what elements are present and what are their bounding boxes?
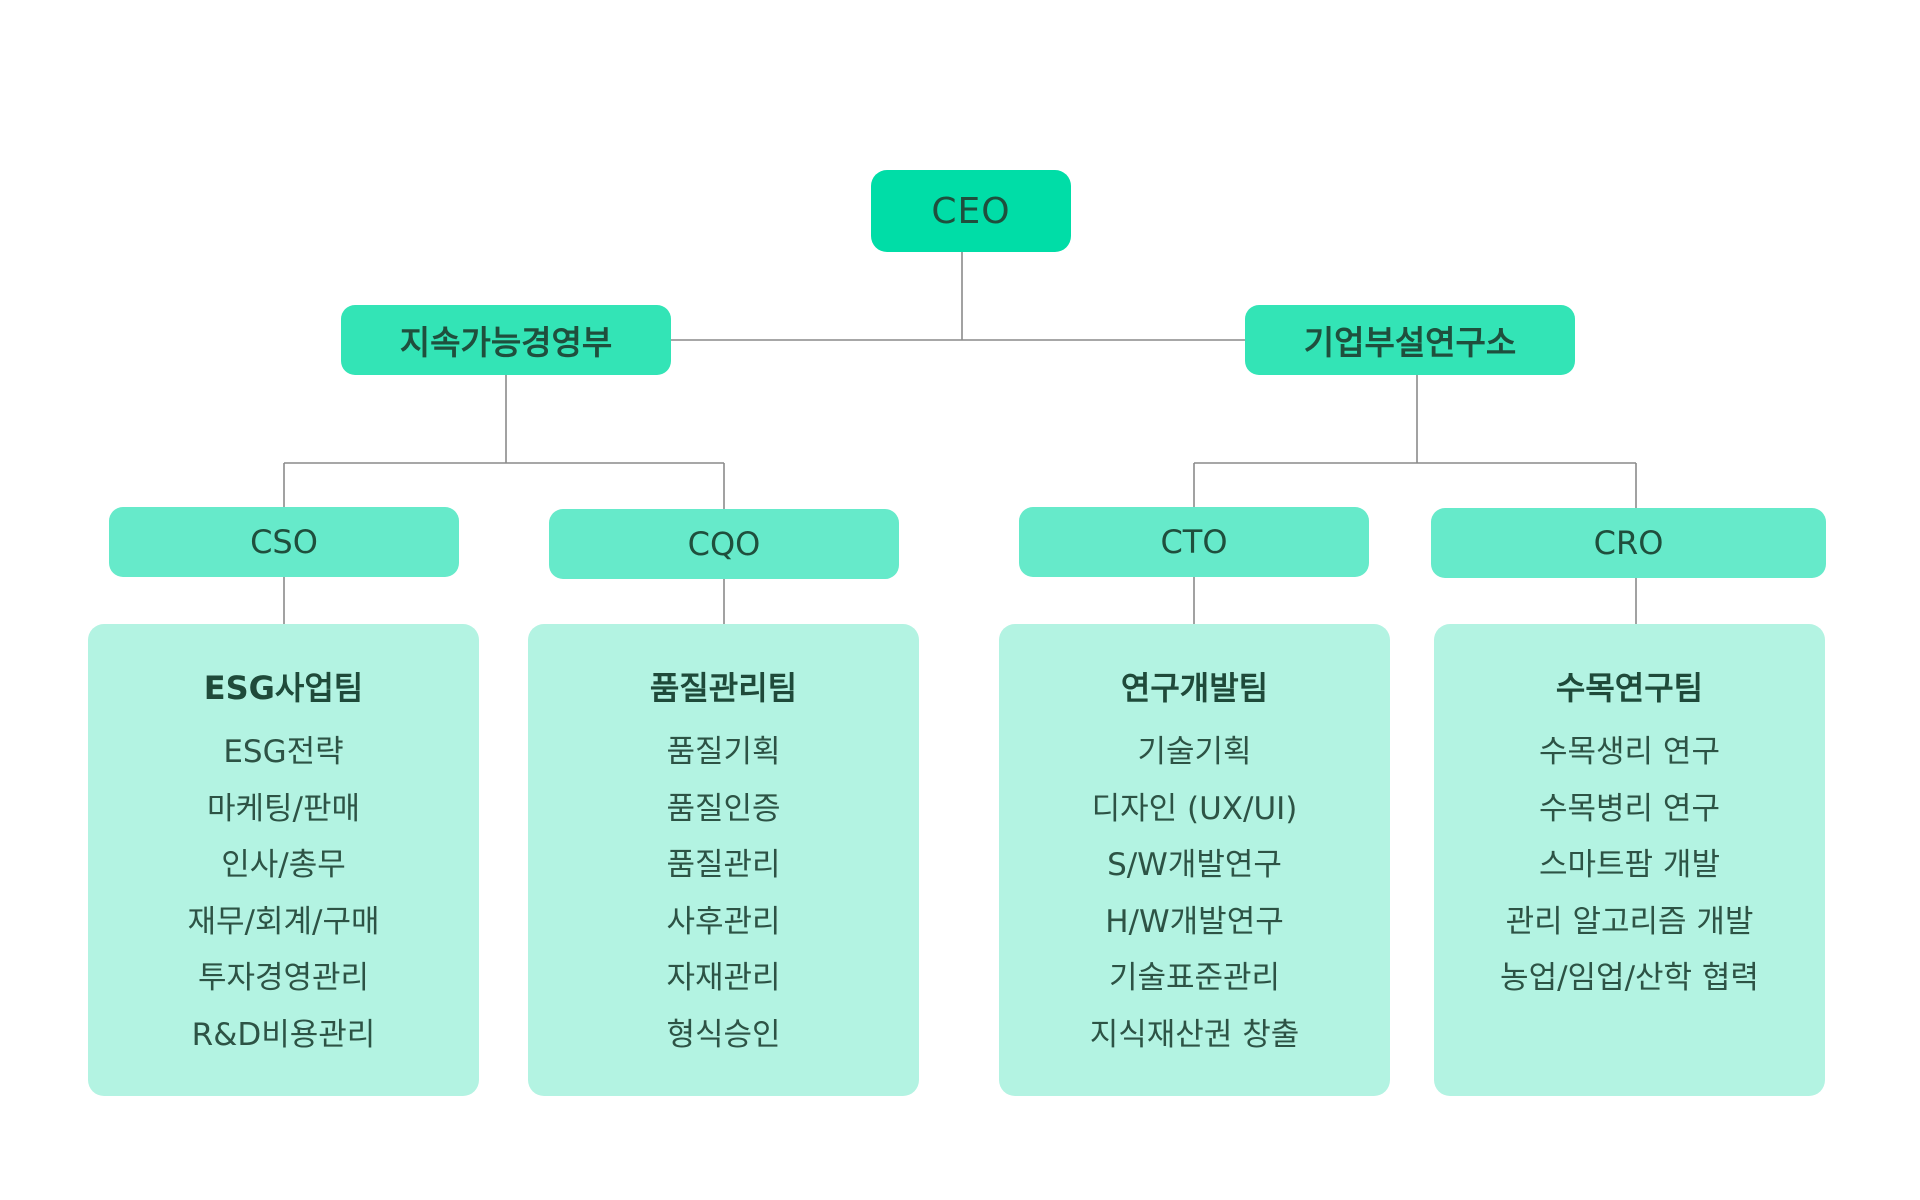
team-duty-list: 수목생리 연구 수목병리 연구 스마트팜 개발 관리 알고리즘 개발 농업/임업… — [1434, 724, 1825, 1007]
team-duty-item: H/W개발연구 — [1105, 903, 1284, 940]
team-duty-item: 스마트팜 개발 — [1539, 847, 1720, 883]
team-duty-item: R&D비용관리 — [191, 1016, 376, 1053]
cqo-node: CQO — [549, 509, 899, 579]
team-duty-item: 투자경영관리 — [197, 960, 370, 996]
team-duty-item: 품질관리 — [666, 847, 781, 883]
team-duty-item: 디자인 (UX/UI) — [1091, 790, 1298, 827]
sustainability-division-node: 지속가능경영부 — [341, 305, 671, 375]
team-duty-list: 기술기획 디자인 (UX/UI) S/W개발연구 H/W개발연구 기술표준관리 … — [999, 724, 1390, 1063]
team-title: 수목연구팀 — [1555, 669, 1704, 707]
team-duty-list: 품질기획 품질인증 품질관리 사후관리 자재관리 형식승인 — [528, 724, 919, 1063]
team-duty-item: 재무/회계/구매 — [187, 903, 380, 940]
team-duty-item: 사후관리 — [666, 903, 781, 940]
team-duty-item: 기술기획 — [1137, 734, 1252, 770]
team-duty-item: 농업/임업/산학 협력 — [1500, 960, 1759, 996]
team-duty-item: 관리 알고리즘 개발 — [1505, 903, 1754, 940]
team-duty-item: 마케팅/판매 — [206, 790, 361, 827]
team-duty-item: 인사/총무 — [221, 847, 346, 883]
cro-node: CRO — [1431, 508, 1826, 578]
research-lab-node: 기업부설연구소 — [1245, 305, 1575, 375]
team-title: ESG사업팀 — [203, 669, 364, 707]
team-duty-item: 품질인증 — [666, 790, 781, 827]
team-duty-item: 기술표준관리 — [1108, 960, 1281, 996]
team-duty-item: ESG전략 — [223, 734, 344, 770]
team-duty-item: 수목병리 연구 — [1539, 790, 1720, 827]
team-duty-item: 자재관리 — [666, 960, 781, 996]
forest-team-box: 수목연구팀 수목생리 연구 수목병리 연구 스마트팜 개발 관리 알고리즘 개발… — [1434, 624, 1825, 1096]
team-title: 연구개발팀 — [1120, 669, 1269, 707]
team-duty-item: 지식재산권 창출 — [1089, 1016, 1300, 1053]
cso-node: CSO — [109, 507, 459, 577]
cto-node: CTO — [1019, 507, 1369, 577]
quality-team-box: 품질관리팀 품질기획 품질인증 품질관리 사후관리 자재관리 형식승인 — [528, 624, 919, 1096]
team-title: 품질관리팀 — [649, 669, 798, 707]
rnd-team-box: 연구개발팀 기술기획 디자인 (UX/UI) S/W개발연구 H/W개발연구 기… — [999, 624, 1390, 1096]
team-duty-item: S/W개발연구 — [1107, 847, 1282, 883]
team-duty-item: 품질기획 — [666, 734, 781, 770]
team-duty-item: 형식승인 — [666, 1016, 781, 1053]
team-duty-item: 수목생리 연구 — [1539, 734, 1720, 770]
ceo-node: CEO — [871, 170, 1071, 252]
esg-team-box: ESG사업팀 ESG전략 마케팅/판매 인사/총무 재무/회계/구매 투자경영관… — [88, 624, 479, 1096]
team-duty-list: ESG전략 마케팅/판매 인사/총무 재무/회계/구매 투자경영관리 R&D비용… — [88, 724, 479, 1063]
